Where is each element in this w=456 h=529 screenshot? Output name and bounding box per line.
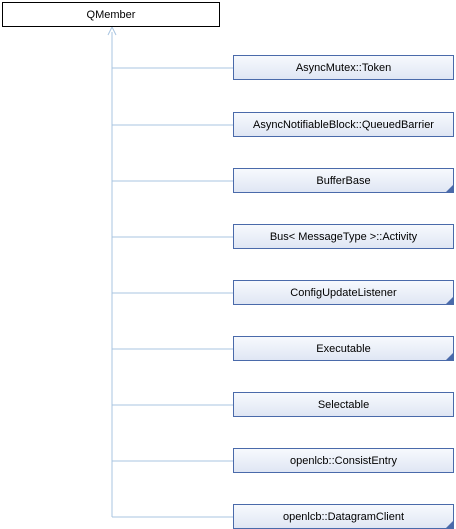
derived-class-label: Bus< MessageType >::Activity xyxy=(269,230,418,243)
derived-class-label: Selectable xyxy=(317,398,370,411)
derived-class-node[interactable]: ConfigUpdateListener xyxy=(233,280,454,305)
derived-class-node[interactable]: openlcb::ConsistEntry xyxy=(233,448,454,473)
derived-class-label: ConfigUpdateListener xyxy=(290,286,397,299)
fold-corner-icon xyxy=(446,297,453,304)
derived-class-node[interactable]: Selectable xyxy=(233,392,454,417)
derived-class-label: Executable xyxy=(316,342,371,355)
derived-class-node[interactable]: openlcb::DatagramClient xyxy=(233,504,454,529)
derived-class-label: openlcb::DatagramClient xyxy=(282,510,405,523)
derived-class-label: AsyncMutex::Token xyxy=(295,61,392,74)
derived-class-node[interactable]: AsyncNotifiableBlock::QueuedBarrier xyxy=(233,112,454,137)
base-class-node[interactable]: QMember xyxy=(2,2,220,27)
fold-corner-icon xyxy=(446,185,453,192)
inheritance-arrow-icon xyxy=(107,25,117,36)
derived-class-label: openlcb::ConsistEntry xyxy=(290,454,397,467)
derived-class-node[interactable]: BufferBase xyxy=(233,168,454,193)
derived-class-label: AsyncNotifiableBlock::QueuedBarrier xyxy=(253,118,434,131)
derived-class-node[interactable]: AsyncMutex::Token xyxy=(233,55,454,80)
derived-class-node[interactable]: Bus< MessageType >::Activity xyxy=(233,224,454,249)
derived-class-node[interactable]: Executable xyxy=(233,336,454,361)
fold-corner-icon xyxy=(446,353,453,360)
fold-corner-icon xyxy=(446,521,453,528)
base-class-label: QMember xyxy=(86,8,136,21)
derived-class-label: BufferBase xyxy=(316,174,371,187)
